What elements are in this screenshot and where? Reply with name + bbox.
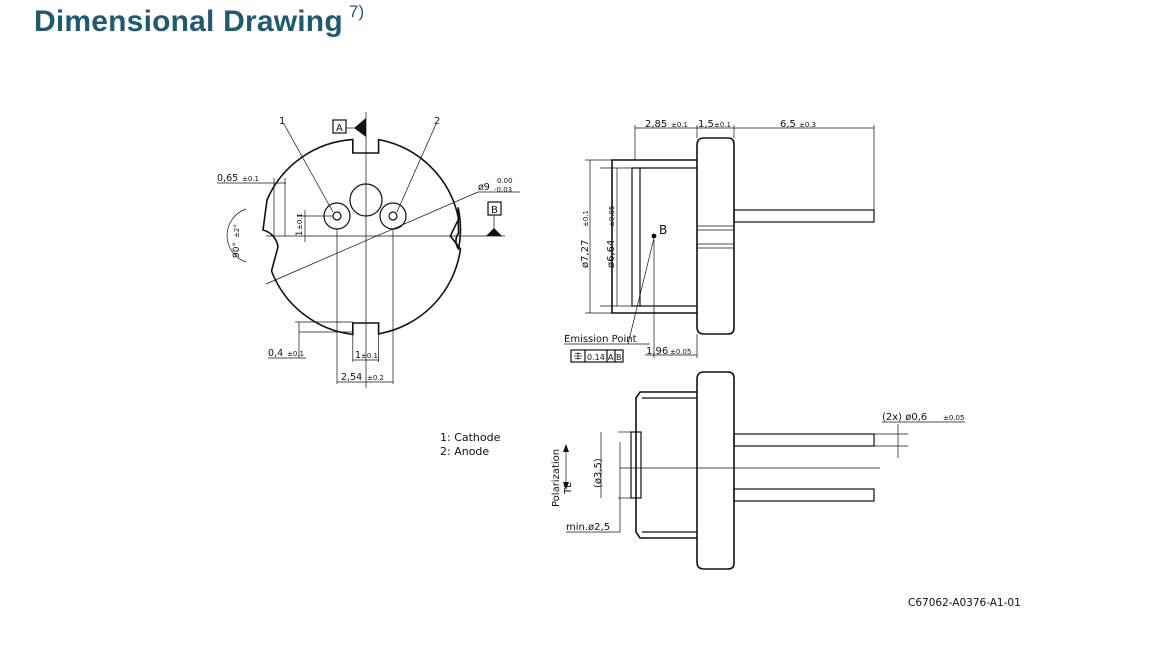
lead-2-section	[733, 488, 875, 502]
datum-a-box	[332, 119, 347, 134]
side-view-section: (2x) ø0,6 ±0.05 (ø3,5) min.ø2,5 Polariza…	[551, 371, 965, 570]
cap-outer-dia-value: ø7,27	[580, 240, 591, 268]
cap-inner-dia-tol: ±0.05	[608, 206, 616, 227]
notch-angle-value: 90°	[232, 242, 242, 258]
legend-cathode: 1: Cathode	[440, 431, 501, 444]
tolerance-datum-a: A	[608, 353, 614, 362]
pin-offset-tol: ±0.1	[296, 213, 304, 230]
cap-outline-section	[635, 391, 697, 539]
emission-point-label: Emission Point	[564, 334, 637, 345]
datum-b-label: B	[491, 205, 498, 216]
emission-depth-value: 1,96	[646, 346, 668, 357]
datum-b-box	[487, 201, 502, 216]
footnote-mark: 7)	[348, 2, 365, 21]
tolerance-datum-b: B	[616, 353, 622, 362]
pin-2-number: 2	[434, 116, 440, 127]
package-outline-body	[262, 138, 462, 336]
cap-length-value: 2,85	[645, 119, 667, 130]
cap-outer-dia-tol: ±0.1	[582, 210, 590, 227]
pin-pitch-value: 2,54	[341, 372, 362, 383]
tolerance-value: 0.14	[587, 353, 605, 362]
front-view: 1 2 A B ø9 0.00 -0.03 0,65 ±0.1 90° ±2° …	[217, 112, 520, 388]
diameter-tol-upper: 0.00	[497, 177, 513, 185]
notch-width-tol: ±0.1	[242, 175, 259, 183]
drawing-number: C67062-A0376-A1-01	[908, 597, 1021, 609]
slot-depth-tol: ±0.1	[287, 350, 304, 358]
emission-depth-tol: ±0.05	[670, 348, 691, 356]
polarization-arrow-down	[563, 482, 569, 490]
notch-width-value: 0,65	[217, 173, 238, 184]
pin-offset-value: 1	[295, 231, 305, 236]
polarization-arrow-up	[563, 444, 569, 452]
flange-thickness-tol: ±0.1	[714, 121, 731, 129]
notch-angle-tol: ±2°	[233, 224, 241, 238]
window-dia-value: (ø3,5)	[593, 458, 604, 488]
slot-depth-value: 0,4	[268, 348, 283, 359]
pin-1-number: 1	[279, 116, 285, 127]
flange-outline-section	[696, 371, 735, 570]
min-aperture-value: min.ø2,5	[566, 522, 610, 533]
diameter-tol-lower: -0.03	[494, 186, 512, 194]
lead-dia-value: (2x) ø0,6	[882, 412, 927, 423]
flange-thickness-value: 1,5	[698, 119, 714, 130]
lead-dia-tol: ±0.05	[943, 414, 964, 422]
flange-outline-side	[696, 137, 735, 335]
datum-a-triangle	[354, 118, 366, 137]
package-outline-front	[455, 207, 462, 251]
datum-b-triangle	[486, 228, 502, 236]
pin-pitch-tol: ±0.2	[367, 374, 384, 382]
datum-a-label: A	[336, 123, 343, 134]
side-view: 2,85 ±0.1 1,5 ±0.1 6,5 ±0.3 ø7,27 ±0.1 ø…	[564, 119, 875, 363]
page-title: Dimensional Drawing 7)	[34, 2, 364, 39]
legend-anode: 2: Anode	[440, 445, 489, 458]
slot-width-tol: ±0.1	[361, 352, 378, 360]
cap-outline-side	[611, 159, 697, 314]
lead-length-value: 6,5	[780, 119, 796, 130]
polarization-mode: TE	[563, 482, 574, 495]
polarization-label: Polarization	[551, 449, 562, 507]
window-section	[630, 431, 642, 499]
title-text: Dimensional Drawing	[34, 5, 343, 38]
lead-length-tol: ±0.3	[799, 121, 816, 129]
lead-side	[733, 209, 875, 223]
lead-1-section	[733, 433, 875, 447]
cap-length-tol: ±0.1	[671, 121, 688, 129]
cap-inner-dia-value: ø6,64	[606, 240, 617, 268]
slot-width-value: 1	[355, 350, 361, 361]
emission-point-datum: B	[659, 223, 667, 237]
tolerance-frame: 0.14 A B	[570, 349, 624, 363]
diameter-value: ø9	[478, 182, 490, 193]
emission-point-marker	[651, 233, 657, 239]
